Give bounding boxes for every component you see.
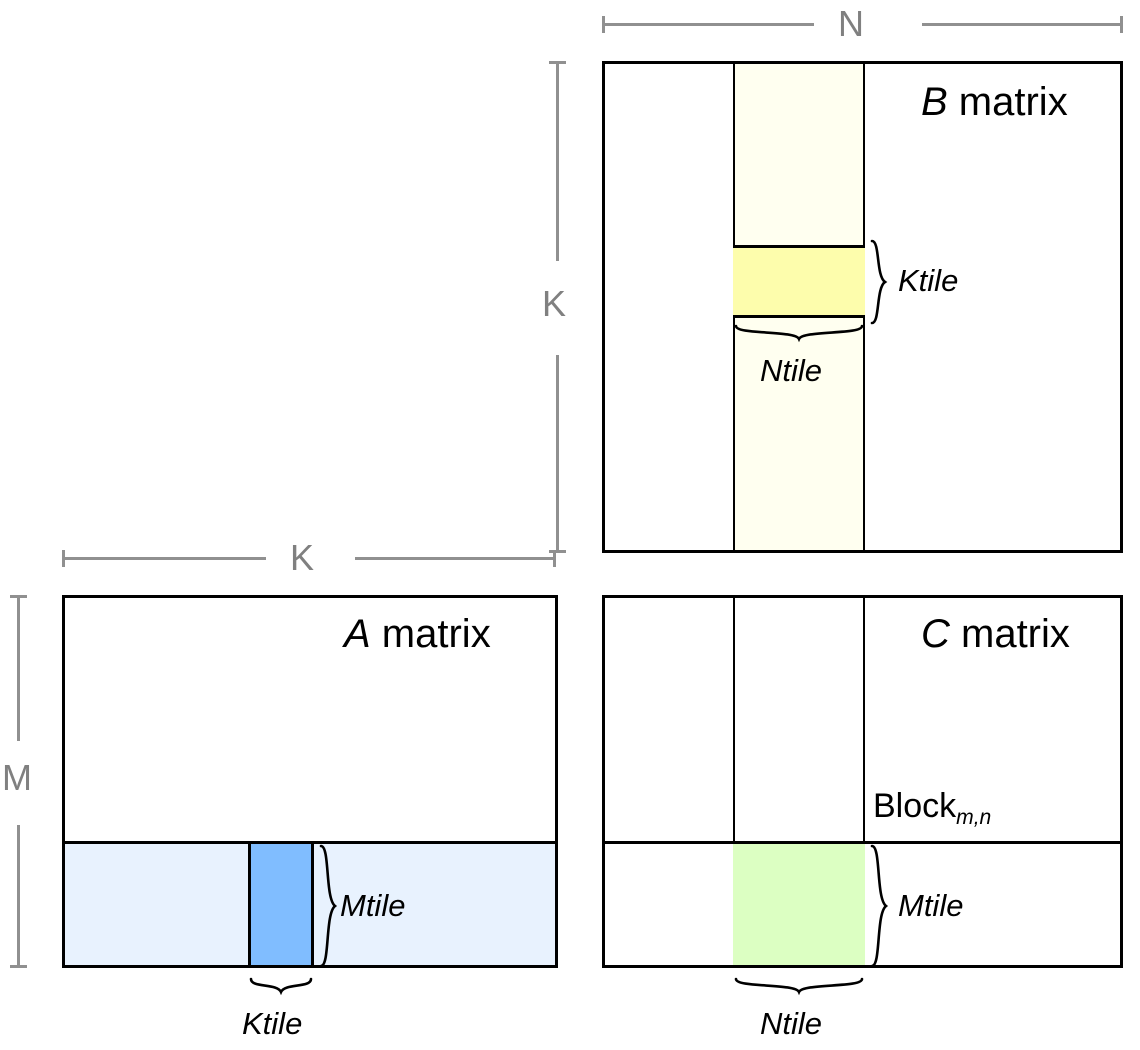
c-matrix-block-text: Block	[873, 787, 957, 825]
k-horizontal-dimension-label: K	[290, 537, 315, 578]
n-dimension-line-right	[922, 23, 1123, 26]
b-ntile-label: Ntile	[760, 353, 823, 388]
k-horizontal-tick-right	[553, 550, 556, 567]
a-matrix-active-tile	[248, 844, 314, 965]
c-matrix-column-line-right	[863, 598, 865, 965]
a-matrix-title-symbol: A	[344, 612, 371, 656]
c-matrix-title: C matrix	[921, 614, 1070, 654]
m-dimension-line-bottom	[17, 825, 20, 965]
n-dimension-line-left	[602, 23, 814, 26]
c-matrix-block-label: Blockm,n	[873, 787, 991, 828]
m-dimension-tick-bottom	[10, 965, 27, 968]
b-matrix-active-tile	[733, 245, 865, 318]
b-matrix-title-symbol: B	[921, 80, 948, 124]
k-vertical-tick-bottom	[549, 550, 566, 553]
c-mtile-label: Mtile	[898, 888, 964, 923]
a-mtile-label: Mtile	[340, 888, 406, 923]
k-vertical-dimension-label: K	[542, 283, 567, 324]
a-mtile-brace	[319, 844, 338, 968]
m-dimension-label: M	[2, 757, 32, 798]
k-vertical-line-bottom	[556, 355, 559, 553]
c-matrix-title-rest: matrix	[949, 612, 1070, 656]
a-matrix-row-band-line	[62, 841, 558, 844]
c-mtile-brace	[870, 844, 889, 968]
c-matrix-title-symbol: C	[921, 612, 950, 656]
n-dimension-tick-right	[1120, 16, 1123, 33]
c-matrix-row-line	[602, 841, 1123, 844]
a-matrix-title: A matrix	[344, 614, 491, 654]
b-matrix-title: B matrix	[921, 82, 1068, 122]
c-ntile-brace	[734, 977, 864, 996]
m-dimension-line-top	[17, 595, 20, 741]
b-matrix-title-rest: matrix	[947, 80, 1068, 124]
b-ktile-brace	[870, 239, 888, 325]
a-ktile-brace	[249, 977, 313, 996]
c-ntile-label: Ntile	[760, 1006, 823, 1041]
c-matrix-column-line-left	[733, 598, 735, 965]
c-matrix-active-tile	[733, 844, 865, 965]
k-horizontal-line-right	[355, 557, 556, 560]
b-ktile-label: Ktile	[898, 263, 959, 298]
a-matrix-title-rest: matrix	[370, 612, 491, 656]
b-ntile-brace	[734, 324, 864, 343]
a-ktile-label: Ktile	[242, 1006, 303, 1041]
k-vertical-line-top	[556, 61, 559, 261]
c-matrix-block-subscript: m,n	[956, 806, 992, 830]
n-dimension-label: N	[838, 3, 864, 44]
k-horizontal-line-left	[62, 557, 266, 560]
